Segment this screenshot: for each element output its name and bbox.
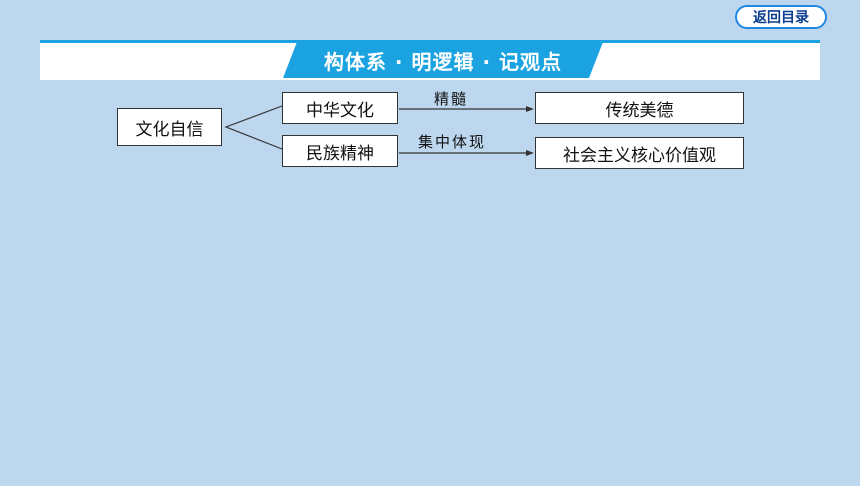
back-to-contents-button[interactable]: 返回目录	[735, 5, 827, 29]
banner-title: 构体系 · 明逻辑 · 记观点	[323, 49, 563, 74]
root-node: 文化自信	[117, 108, 222, 146]
edge-label-essence: 精髓	[434, 90, 469, 108]
branch-node-spirit: 民族精神	[282, 135, 398, 167]
target-node-core-values: 社会主义核心价值观	[535, 137, 744, 169]
banner-ribbon	[283, 42, 603, 78]
branch-node-culture: 中华文化	[282, 92, 398, 124]
banner-top-line	[40, 40, 820, 43]
target-node-virtues: 传统美德	[535, 92, 744, 124]
edge-label-embodiment: 集中体现	[418, 133, 487, 151]
